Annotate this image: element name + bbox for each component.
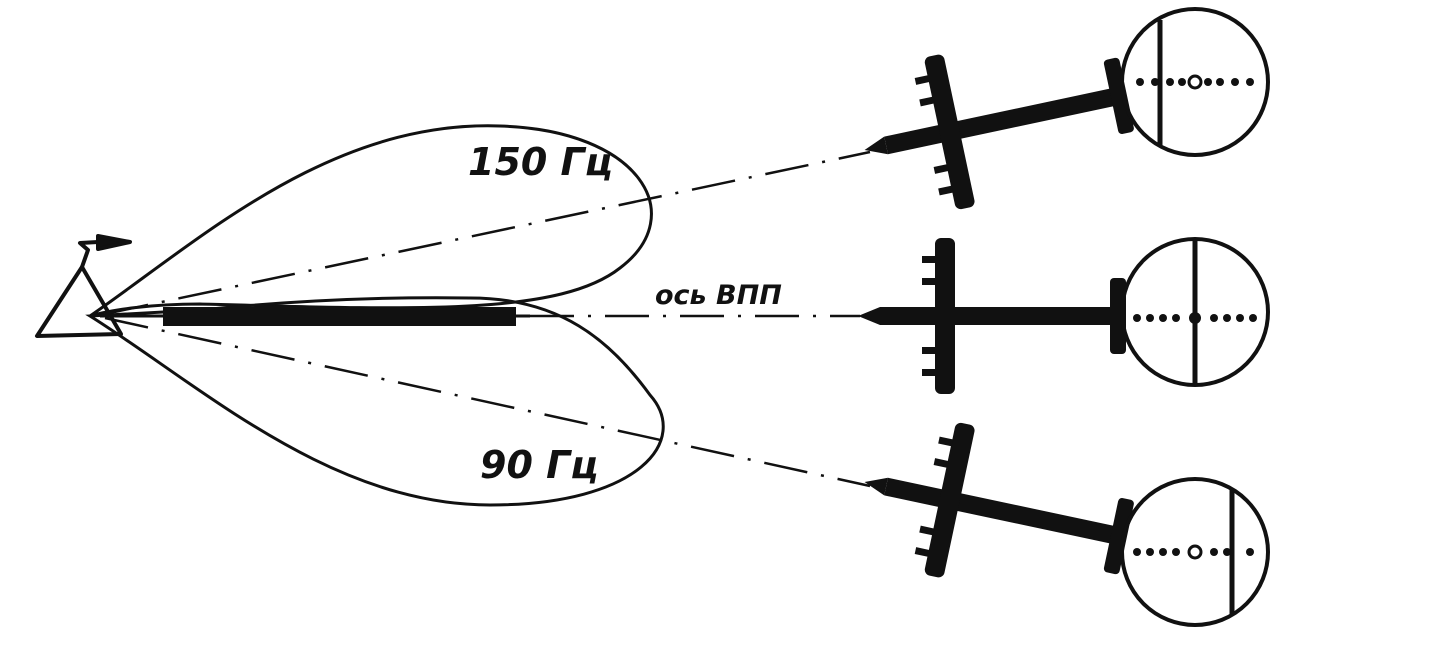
indicator-on-axis <box>1120 237 1270 387</box>
runway-axis-label: ось ВПП <box>655 280 782 311</box>
runway <box>163 307 516 326</box>
lobe-150hz-label: 150 Гц <box>468 140 613 184</box>
indicator-below-axis <box>1120 477 1270 627</box>
course-line-lower <box>104 316 871 488</box>
aircraft-above-axis <box>848 17 1143 227</box>
course-lines <box>104 150 871 488</box>
aircraft-on-axis <box>858 238 1126 394</box>
aircraft-below-axis <box>848 405 1143 615</box>
beacon-icon <box>35 234 132 338</box>
lobe-90hz-label: 90 Гц <box>480 443 599 487</box>
indicator-above-axis <box>1120 7 1270 157</box>
course-line-upper <box>104 150 871 316</box>
lobe-150hz <box>89 124 653 318</box>
